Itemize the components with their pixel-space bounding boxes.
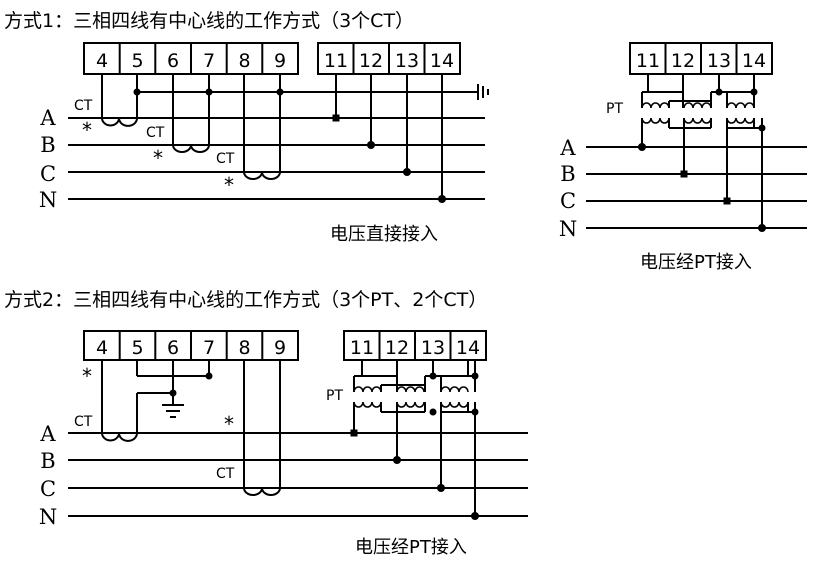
pt-phase-n-label: N	[559, 217, 577, 241]
pt-caption: 电压经PT接入	[640, 252, 752, 273]
diagram2-phase-lines	[68, 432, 528, 517]
diagram2-title: 方式2：三相四线有中心线的工作方式（3个PT、2个CT）	[4, 289, 487, 311]
pt-phase-b-label: B	[560, 162, 575, 186]
diagram2-polarity-mark-4: *	[82, 364, 92, 388]
pt-phase-c-label: C	[560, 189, 576, 213]
d2-terminal-6: 6	[167, 337, 179, 359]
phase-n-label: N	[39, 188, 57, 212]
pt-terminal-12: 12	[671, 50, 695, 72]
diagram2-caption: 电压经PT接入	[355, 537, 467, 558]
pt-phase-a-label: A	[559, 136, 576, 160]
d2-terminal-4: 4	[96, 337, 108, 359]
d2-terminal-9: 9	[274, 337, 286, 359]
diagram1-phase-lines	[68, 117, 485, 200]
d2-terminal-12: 12	[385, 337, 409, 359]
diagram1-polarity-mark-a: *	[82, 118, 92, 142]
d2-terminal-5: 5	[131, 337, 143, 359]
terminal-8: 8	[238, 50, 250, 72]
diagram1-ground-bus	[133, 84, 489, 100]
terminal-14: 14	[430, 50, 454, 72]
diagram1-title: 方式1：三相四线有中心线的工作方式（3个CT）	[4, 10, 414, 32]
diagram2-right-terminal-block: 11 12 13 14	[343, 330, 487, 361]
d2-phase-c-label: C	[40, 477, 56, 501]
pt-phase-lines	[586, 143, 807, 232]
pt-terminal-block: 11 12 13 14	[629, 42, 773, 75]
d2-terminal-14: 14	[456, 337, 480, 359]
phase-c-label: C	[40, 162, 56, 186]
phase-a-label: A	[39, 106, 56, 130]
pt-transformers	[641, 74, 766, 228]
diagram2-ground	[136, 360, 213, 418]
terminal-12: 12	[359, 50, 383, 72]
d2-terminal-13: 13	[421, 337, 445, 359]
diagram1-ct-b-label: CT	[146, 125, 165, 141]
diagram2-left-terminal-block: 4 5 6 7 8 9	[83, 330, 299, 361]
pt-terminal-14: 14	[742, 50, 766, 72]
diagram1-polarity-mark-b: *	[153, 146, 163, 170]
terminal-5: 5	[131, 50, 143, 72]
pt-label: PT	[606, 101, 623, 117]
pt-terminal-11: 11	[636, 50, 660, 72]
diagram2-pt-label: PT	[326, 388, 343, 404]
diagram2-pt-transformers	[350, 360, 479, 520]
phase-b-label: B	[40, 133, 55, 157]
diagram1-polarity-mark-c: *	[224, 173, 234, 197]
d2-phase-a-label: A	[39, 422, 56, 446]
diagram2-ct-c-label: CT	[216, 466, 235, 482]
terminal-9: 9	[274, 50, 286, 72]
pt-terminal-13: 13	[707, 50, 731, 72]
diagram2-ct-a	[101, 360, 138, 442]
diagram1-left-terminal-block: 4 5 6 7 8 9	[83, 42, 299, 75]
diagram2-ct-c	[243, 360, 281, 496]
diagram2-polarity-mark-8: *	[224, 412, 234, 436]
diagram1-caption: 电压直接接入	[330, 224, 438, 245]
terminal-7: 7	[203, 50, 215, 72]
diagram2-ct-a-label: CT	[74, 414, 93, 430]
terminal-11: 11	[324, 50, 348, 72]
d2-phase-n-label: N	[39, 505, 57, 529]
d2-phase-b-label: B	[40, 449, 55, 473]
terminal-6: 6	[167, 50, 179, 72]
d2-terminal-11: 11	[350, 337, 374, 359]
terminal-4: 4	[96, 50, 108, 72]
diagram1-right-terminal-block: 11 12 13 14	[317, 42, 461, 75]
diagram1-voltage-connections	[332, 74, 446, 203]
terminal-13: 13	[395, 50, 419, 72]
d2-terminal-8: 8	[238, 337, 250, 359]
diagram1-ct-a	[101, 74, 138, 127]
d2-terminal-7: 7	[203, 337, 215, 359]
diagram1-ct-a-label: CT	[74, 98, 93, 114]
diagram1-ct-c	[243, 74, 281, 180]
diagram1-ct-c-label: CT	[216, 151, 235, 167]
diagram1-ct-b	[172, 74, 210, 153]
